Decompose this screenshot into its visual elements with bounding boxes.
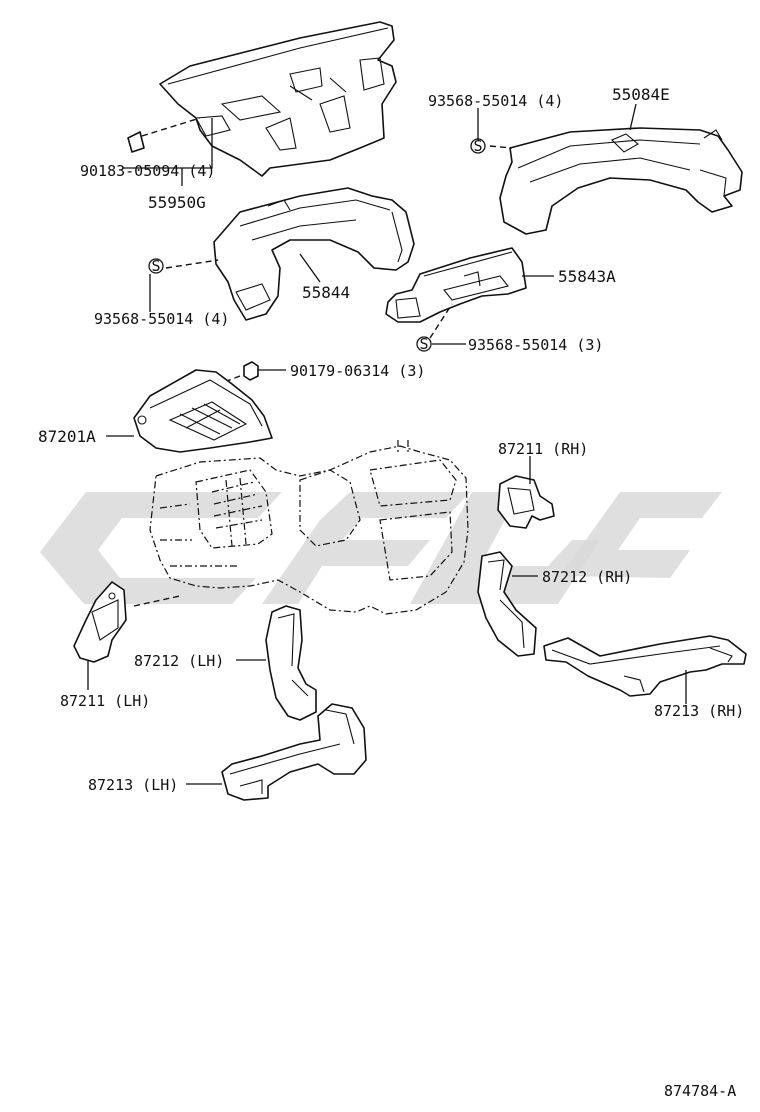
label-87213-lh: 87213 (LH): [88, 776, 178, 794]
clip-90183-icon: [127, 117, 201, 153]
label-90179: 90179-06314 (3): [290, 362, 425, 380]
label-87212-rh: 87212 (RH): [542, 568, 632, 586]
part-55844-duct: [213, 187, 415, 321]
part-87201a-cover: [133, 369, 273, 453]
svg-text:S: S: [151, 257, 160, 275]
clip-s-icon: S: [416, 335, 432, 353]
label-55844: 55844: [302, 283, 350, 302]
label-93568-c: 93568-55014 (3): [468, 336, 603, 354]
part-87212-lh-duct: [265, 605, 317, 721]
part-55084e-duct: [499, 127, 743, 235]
label-87211-lh: 87211 (LH): [60, 692, 150, 710]
drawing-number: 874784-A: [664, 1082, 736, 1100]
part-87211-rh-bracket: [497, 475, 555, 529]
label-87211-rh: 87211 (RH): [498, 440, 588, 458]
clip-s-icon: S: [148, 257, 164, 275]
part-55950g-duct-panel: [159, 21, 397, 177]
label-55843a: 55843A: [558, 267, 616, 286]
label-90183: 90183-05094 (4): [80, 162, 215, 180]
part-heater-assembly: [133, 440, 469, 615]
label-87212-lh: 87212 (LH): [134, 652, 224, 670]
brand-watermark-logo: [40, 492, 722, 604]
part-87213-rh-duct: [543, 635, 747, 697]
svg-text:S: S: [419, 335, 428, 353]
svg-text:S: S: [473, 137, 482, 155]
label-87213-rh: 87213 (RH): [654, 702, 744, 720]
part-87212-rh-duct: [477, 551, 537, 657]
part-87211-lh-bracket: [73, 581, 127, 663]
part-87213-lh-duct: [221, 703, 367, 801]
label-55084e: 55084E: [612, 85, 670, 104]
part-55843a-duct: [385, 247, 527, 323]
label-93568-a: 93568-55014 (4): [428, 92, 563, 110]
label-87201a: 87201A: [38, 427, 96, 446]
label-55950g: 55950G: [148, 193, 206, 212]
label-93568-b: 93568-55014 (4): [94, 310, 229, 328]
